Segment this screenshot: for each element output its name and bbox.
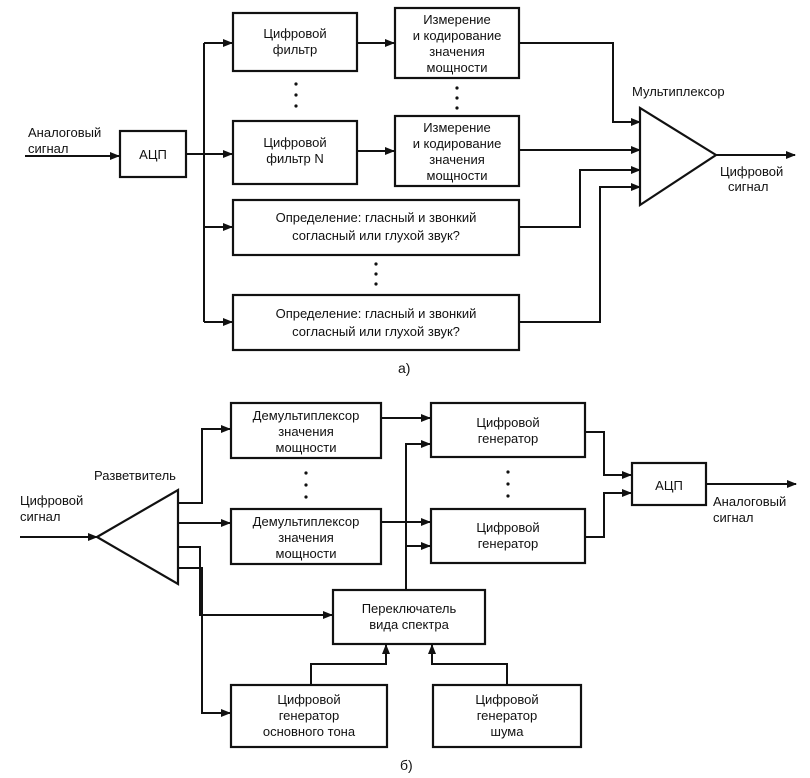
- b-dac-block: [630, 461, 708, 507]
- b-output-label-1: Аналоговый: [713, 494, 786, 509]
- b-demux-ellipsis: [304, 471, 308, 499]
- a-measure2-line1: Измерение: [423, 120, 491, 135]
- b-pitch-line3: основного тона: [263, 724, 356, 739]
- a-measure1-line3: значения: [429, 44, 485, 59]
- a-caption: а): [398, 360, 410, 376]
- b-output-label-2: сигнал: [713, 510, 754, 525]
- a-mux-in-1: [519, 42, 641, 126]
- b-pitch-line2: генератор: [279, 708, 340, 723]
- b-demux1-block: [229, 401, 383, 460]
- a-input-label-1: Аналоговый: [28, 125, 101, 140]
- b-arrow-switch: [178, 546, 333, 619]
- b-gen2-to-dac: [585, 489, 632, 538]
- b-pitch-gen-block: [229, 683, 389, 749]
- a-voice2-block: [231, 293, 521, 352]
- b-arrow-pitch: [178, 567, 231, 717]
- diagram-b: Цифровой сигнал Разветвитель Демультипле…: [20, 401, 797, 773]
- a-filter1-block: [231, 11, 359, 73]
- b-arrow-demux1: [178, 425, 231, 504]
- a-multiplexer: [638, 106, 719, 208]
- a-measure1-line1: Измерение: [423, 12, 491, 27]
- b-demux1-line3: мощности: [276, 440, 337, 455]
- b-noise-to-switch: [428, 644, 508, 685]
- diagram-a: Аналоговый сигнал АЦП Цифровой фильтр Ци…: [25, 6, 796, 376]
- b-noise-line1: Цифровой: [475, 692, 538, 707]
- b-demux2-line3: мощности: [276, 546, 337, 561]
- b-demux2-line1: Демультиплексор: [253, 514, 360, 529]
- a-output-label-1: Цифровой: [720, 164, 783, 179]
- a-measure2-line3: значения: [429, 152, 485, 167]
- b-gen1-block: [429, 401, 587, 459]
- b-switch-line1: Переключатель: [362, 601, 457, 616]
- b-input-label-2: сигнал: [20, 509, 61, 524]
- a-adc-label: АЦП: [139, 147, 167, 162]
- b-gen2-line1: Цифровой: [476, 520, 539, 535]
- a-measure1-line4: мощности: [427, 60, 488, 75]
- a-voice-ellipsis: [374, 262, 378, 286]
- b-pitch-line1: Цифровой: [277, 692, 340, 707]
- a-filterN-line2: фильтр N: [266, 151, 323, 166]
- a-voice1-block: [231, 198, 521, 257]
- b-caption: б): [400, 757, 413, 773]
- a-filter1-line1: Цифровой: [263, 26, 326, 41]
- a-measure1-line2: и кодирование: [413, 28, 502, 43]
- a-filter1-line2: фильтр: [273, 42, 317, 57]
- a-measure2-line4: мощности: [427, 168, 488, 183]
- a-measure1-block: [393, 6, 521, 80]
- b-pitch-to-switch: [310, 644, 390, 685]
- a-measure2-block: [393, 114, 521, 188]
- a-mux-label: Мультиплексор: [632, 84, 725, 99]
- b-gen1-line2: генератор: [478, 431, 539, 446]
- b-splitter: [94, 488, 180, 586]
- b-input-label-1: Цифровой: [20, 493, 83, 508]
- b-noise-line2: генератор: [477, 708, 538, 723]
- a-output-label-2: сигнал: [728, 179, 769, 194]
- a-filterN-block: [231, 119, 359, 186]
- a-input-label-2: сигнал: [28, 141, 69, 156]
- b-demux2-line2: значения: [278, 530, 334, 545]
- b-noise-line3: шума: [491, 724, 525, 739]
- b-switch-block: [331, 588, 487, 646]
- a-voice1-line2: согласный или глухой звук?: [292, 228, 460, 243]
- b-demux1-line2: значения: [278, 424, 334, 439]
- b-switch-line2: вида спектра: [369, 617, 449, 632]
- a-measure-ellipsis: [455, 86, 459, 110]
- b-gen-ellipsis: [506, 470, 510, 498]
- a-voice1-line1: Определение: гласный и звонкий: [276, 210, 477, 225]
- a-voice2-line2: согласный или глухой звук?: [292, 324, 460, 339]
- b-demux2-block: [229, 507, 383, 566]
- a-mux-in-3: [519, 166, 641, 228]
- a-mux-in-4: [519, 183, 641, 323]
- a-measure2-line2: и кодирование: [413, 136, 502, 151]
- b-splitter-label: Разветвитель: [94, 468, 176, 483]
- b-dac-label: АЦП: [655, 478, 683, 493]
- b-switch-to-gen1: [405, 440, 431, 590]
- a-filter-ellipsis: [294, 82, 298, 108]
- b-demux1-line1: Демультиплексор: [253, 408, 360, 423]
- b-gen1-to-dac: [585, 431, 632, 479]
- a-filterN-line1: Цифровой: [263, 135, 326, 150]
- b-gen2-line2: генератор: [478, 536, 539, 551]
- b-gen1-line1: Цифровой: [476, 415, 539, 430]
- a-voice2-line1: Определение: гласный и звонкий: [276, 306, 477, 321]
- b-noise-gen-block: [431, 683, 583, 749]
